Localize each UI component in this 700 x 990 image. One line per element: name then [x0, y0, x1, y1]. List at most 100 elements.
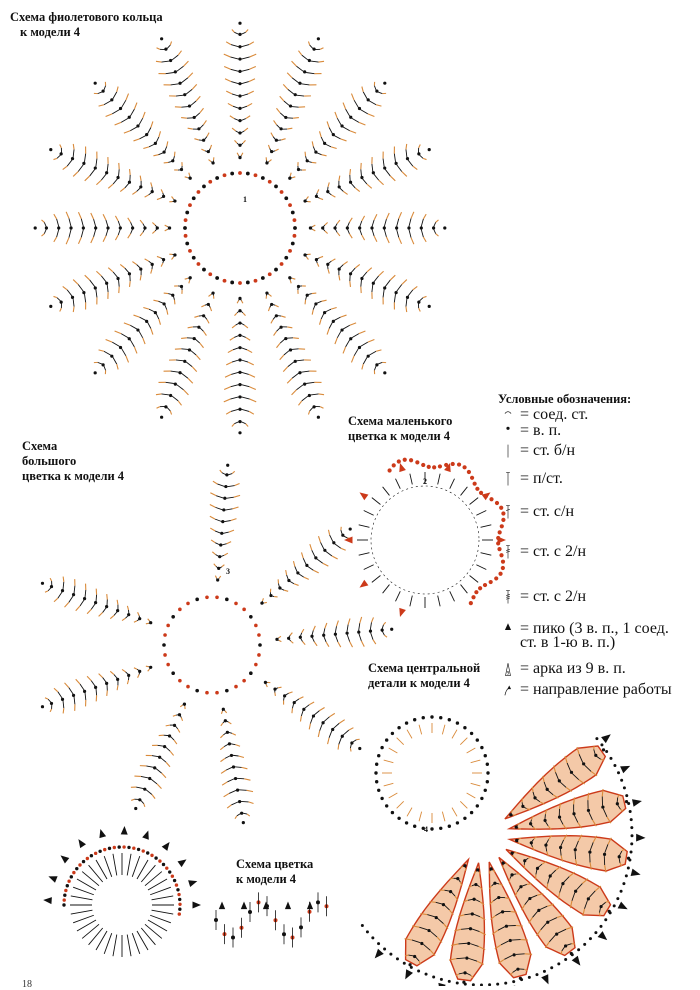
chain-dot — [186, 685, 190, 689]
stitch-mark — [516, 954, 525, 955]
stitch-mark — [303, 641, 306, 644]
stitch-mark — [294, 584, 299, 586]
stitch-mark — [383, 487, 390, 496]
stitch-mark — [161, 758, 166, 762]
stitch-mark — [390, 176, 395, 181]
stitch-mark — [324, 717, 330, 722]
stitch-mark — [383, 289, 384, 297]
stitch-mark — [354, 100, 358, 107]
stitch-mark — [166, 747, 171, 751]
stitch-mark — [321, 137, 324, 143]
stitch-mark — [297, 66, 304, 71]
chain-dot — [238, 334, 241, 337]
double-crochet-icon — [500, 505, 516, 521]
stitch-mark — [140, 220, 143, 224]
chain-dot — [349, 181, 352, 184]
stitch-mark — [374, 236, 377, 242]
chain-dot — [162, 150, 165, 153]
stitch-mark — [411, 238, 414, 245]
stitch-mark — [112, 110, 119, 114]
chain-dot — [238, 33, 241, 36]
chain-dot — [464, 983, 467, 986]
big-flower-diagram: 3 — [41, 464, 393, 825]
stitch-mark — [165, 225, 168, 227]
stitch-mark — [384, 783, 394, 786]
chain-dot — [242, 608, 246, 612]
stitch-mark — [399, 237, 402, 243]
stitch-mark — [210, 307, 211, 311]
stitch-mark — [232, 325, 236, 328]
chain-dot — [536, 867, 539, 870]
stitch-mark — [321, 313, 324, 319]
stitch-mark — [122, 669, 125, 671]
petal — [275, 617, 393, 647]
stitch-mark — [372, 220, 374, 227]
stitch-mark — [103, 677, 107, 682]
chain-dot — [215, 595, 219, 599]
stitch-mark — [397, 165, 402, 172]
stitch-mark — [54, 158, 58, 159]
chain-dot — [215, 691, 219, 695]
chain-dot — [375, 363, 378, 366]
stitch-mark — [161, 263, 163, 266]
chain-dot — [397, 459, 401, 463]
chain-dot — [162, 258, 165, 261]
stitch-mark — [98, 362, 103, 364]
stitch-mark — [326, 642, 329, 647]
stitch-mark — [292, 61, 297, 66]
stitch-mark — [249, 374, 255, 377]
chain-dot — [516, 968, 519, 971]
stitch-mark — [192, 367, 197, 372]
stitch-mark — [335, 626, 336, 633]
stitch-mark — [174, 740, 177, 744]
stitch-mark — [361, 342, 368, 346]
chain-dot — [219, 543, 222, 546]
chain-dot — [291, 211, 295, 215]
chain-dot — [498, 530, 502, 534]
stitch-mark — [143, 308, 149, 310]
chain-dot — [238, 82, 241, 85]
chain-dot — [226, 464, 229, 467]
stitch-mark — [243, 140, 246, 143]
chain-dot — [430, 827, 433, 830]
stitch-mark — [329, 731, 332, 738]
stitch-mark — [408, 160, 413, 166]
chain-dot — [415, 460, 419, 464]
stitch-mark — [341, 139, 347, 141]
chain-dot — [358, 747, 361, 750]
chain-dot — [375, 763, 378, 766]
chain-dot — [303, 382, 306, 385]
chain-dot — [246, 281, 250, 285]
chain-dot — [397, 726, 400, 729]
stitch-mark — [306, 257, 308, 259]
chain-dot — [358, 107, 361, 110]
chain-dot — [346, 226, 349, 229]
stitch-mark — [224, 66, 230, 69]
stitch-mark — [76, 679, 80, 684]
stitch-mark — [60, 145, 62, 148]
chain-dot — [293, 234, 297, 238]
stitch-mark — [362, 364, 363, 369]
stitch-mark — [151, 182, 152, 186]
stitch-mark — [249, 411, 254, 414]
chain-dot — [493, 882, 496, 885]
stitch-mark — [112, 342, 119, 346]
chain-dot — [224, 485, 227, 488]
stitch-mark — [50, 709, 51, 712]
stitch-mark — [191, 350, 196, 355]
stitch-mark — [328, 738, 329, 744]
chain-dot — [162, 863, 165, 866]
stitch-mark — [130, 169, 131, 175]
stitch-mark — [104, 351, 111, 355]
chain-dot — [457, 462, 461, 466]
stitch-mark — [156, 137, 159, 143]
stitch-mark — [200, 108, 204, 113]
chain-dot — [50, 585, 53, 588]
chain-dot — [173, 199, 176, 202]
stitch-mark — [139, 118, 143, 125]
stitch-mark — [148, 127, 151, 133]
stitch-mark — [42, 220, 45, 222]
chain-dot — [484, 494, 488, 498]
violet-ring-diagram: 1 — [34, 22, 447, 435]
stitch-mark — [125, 268, 129, 273]
